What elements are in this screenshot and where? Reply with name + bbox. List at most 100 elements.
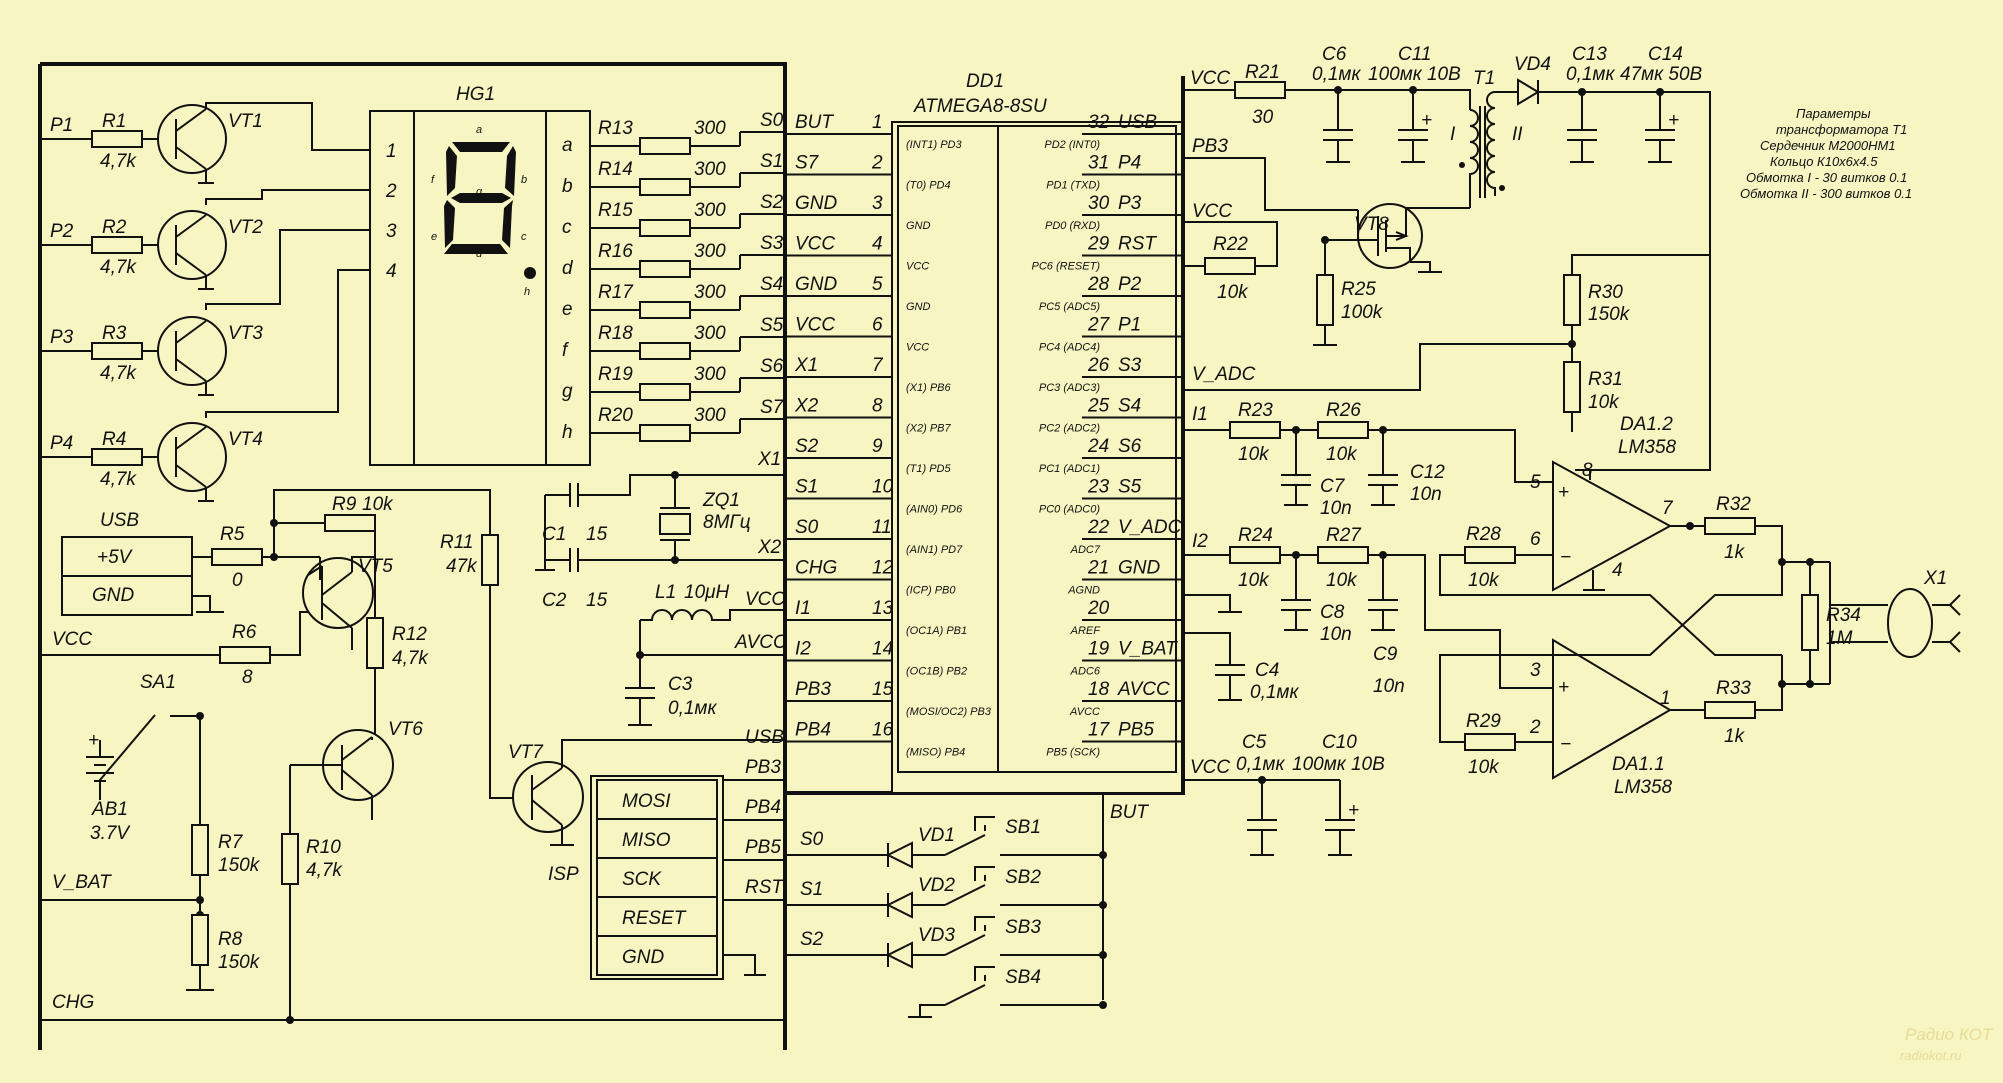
c11-plus: + (1421, 110, 1432, 131)
dd1-right-pin-function: PC4 (ADC4) (1039, 342, 1100, 354)
dd1-left-net-label: S2 (795, 436, 819, 457)
c13-ref: C13 (1572, 44, 1607, 65)
r25-value: 100k (1341, 302, 1384, 323)
ab1-ref: AB1 (91, 799, 128, 820)
driver-collector-wire (205, 102, 370, 151)
r5-value: 0 (232, 570, 243, 591)
avcc-label: AVCC (734, 632, 787, 653)
hg1-seg-g: g (476, 186, 483, 198)
driver-transistor-ref: VT3 (228, 323, 263, 344)
segment-net-label: S2 (760, 192, 784, 213)
segment-resistor-ref: R13 (598, 118, 633, 139)
r30-ref: R30 (1588, 282, 1623, 303)
diode-icon (885, 891, 913, 919)
da12-pin7: 7 (1662, 498, 1674, 519)
dd1-right-pin-number: 19 (1088, 639, 1110, 660)
dd1-left-pin-function: GND (906, 301, 931, 313)
driver-input-label: P3 (50, 327, 74, 348)
hg1-digit-pin-label: 2 (385, 181, 397, 202)
dd1-right-pin-number: 21 (1087, 558, 1109, 579)
r33-ref: R33 (1716, 678, 1751, 699)
da11-minus: − (1560, 734, 1571, 755)
hg1-digit-pin-label: 1 (386, 141, 397, 162)
dd1-right-pin-function: PC6 (RESET) (1032, 261, 1101, 273)
dd1-left-pin-function: (OC1B) PB2 (906, 666, 967, 678)
driver-collector-wire (205, 189, 370, 205)
segment-resistor-ref: R17 (598, 282, 634, 303)
isp-net-label: PB5 (745, 837, 781, 858)
da11-pin3: 3 (1530, 660, 1541, 681)
da12-ref: DA1.2 (1620, 414, 1673, 435)
r23-ref: R23 (1238, 400, 1273, 421)
switch-ground (908, 1004, 945, 1018)
usb-gnd-label: GND (92, 585, 135, 606)
r12-value: 4,7k (392, 648, 429, 669)
chg-net: CHG (52, 992, 94, 1013)
vt7-ref: VT7 (508, 742, 544, 763)
zq1-value: 8МГц (703, 512, 751, 533)
dd1-left-net-label: S1 (795, 477, 818, 498)
driver-collector-wire (205, 229, 370, 310)
driver-resistor (91, 236, 143, 254)
dd1-right-net-label: PB5 (1118, 720, 1154, 741)
dd1-left-pin-function: (T0) PD4 (906, 180, 951, 192)
dd1-left-pin-function: (X1) PB6 (906, 382, 952, 394)
segment-resistor-value: 300 (694, 200, 726, 221)
dd1-right-pin-function: ADC6 (1070, 666, 1101, 678)
dd1-left-net-label: S7 (795, 153, 820, 174)
c13-value: 0,1мк (1566, 64, 1615, 85)
c10-value: 100мк 10В (1292, 754, 1385, 775)
segment-resistor-ref: R19 (598, 364, 633, 385)
t1-ref: T1 (1473, 68, 1495, 89)
c5-value: 0,1мк (1236, 754, 1285, 775)
c14-value: 47мк 50В (1620, 64, 1703, 85)
pushbutton-icon (944, 866, 1103, 906)
hg1-segment-pin-label: d (562, 258, 574, 279)
r11-ref: R11 (440, 532, 473, 553)
segment-net-label: S5 (760, 315, 784, 336)
dd1-part: ATMEGA8-8SU (913, 96, 1047, 117)
isp-net-label: PB4 (745, 797, 781, 818)
da12-minus: − (1560, 547, 1571, 568)
dd1-right-pin-number: 25 (1087, 396, 1110, 417)
transistor-body (175, 108, 214, 184)
driver-collector-wire (205, 269, 370, 418)
c10-plus: + (1348, 800, 1359, 821)
dd1-right-net-label: S5 (1118, 477, 1142, 498)
dd1-left-net-label: GND (795, 193, 838, 214)
segment-resistor-ref: R14 (598, 159, 633, 180)
dd1-right-pin-number: 24 (1087, 436, 1109, 457)
driver-input-label: P4 (50, 433, 73, 454)
c9-ref: C9 (1373, 644, 1398, 665)
c1-ref: C1 (542, 524, 566, 545)
hg1-seg-f: f (431, 174, 435, 186)
dd1-left-pin-number: 13 (872, 598, 894, 619)
dd1-right-pin-number: 28 (1087, 274, 1110, 295)
c14-plus: + (1668, 110, 1679, 131)
note-line: трансформатора Т1 (1776, 122, 1907, 137)
c9-value: 10n (1373, 676, 1405, 697)
dd1-right-pin-function: PC0 (ADC0) (1039, 504, 1100, 516)
segment-resistor (639, 219, 691, 237)
diode-ref: VD1 (918, 825, 955, 846)
r22-ref: R22 (1213, 234, 1248, 255)
segment-net-label: S1 (760, 151, 783, 172)
r6-ref: R6 (232, 622, 257, 643)
vd4-ref: VD4 (1514, 54, 1551, 75)
driver-resistor-ref: R3 (102, 323, 127, 344)
i2-net: I2 (1192, 531, 1208, 552)
vt6-ref: VT6 (388, 719, 423, 740)
segment-resistor-value: 300 (694, 118, 726, 139)
dd1-right-net-label: S3 (1118, 355, 1142, 376)
dd1-left-pin-number: 16 (872, 720, 894, 741)
ab1-plus: + (88, 730, 99, 751)
dd1-left-net-label: VCC (795, 315, 835, 336)
isp-row-label: MOSI (622, 791, 671, 812)
segment-resistor (639, 342, 691, 360)
segment-net-label: S7 (760, 397, 785, 418)
da12-pin8: 8 (1582, 460, 1593, 481)
driver-resistor-ref: R1 (102, 111, 126, 132)
pushbutton-icon (944, 966, 1103, 1006)
junction-dot (1099, 951, 1107, 959)
